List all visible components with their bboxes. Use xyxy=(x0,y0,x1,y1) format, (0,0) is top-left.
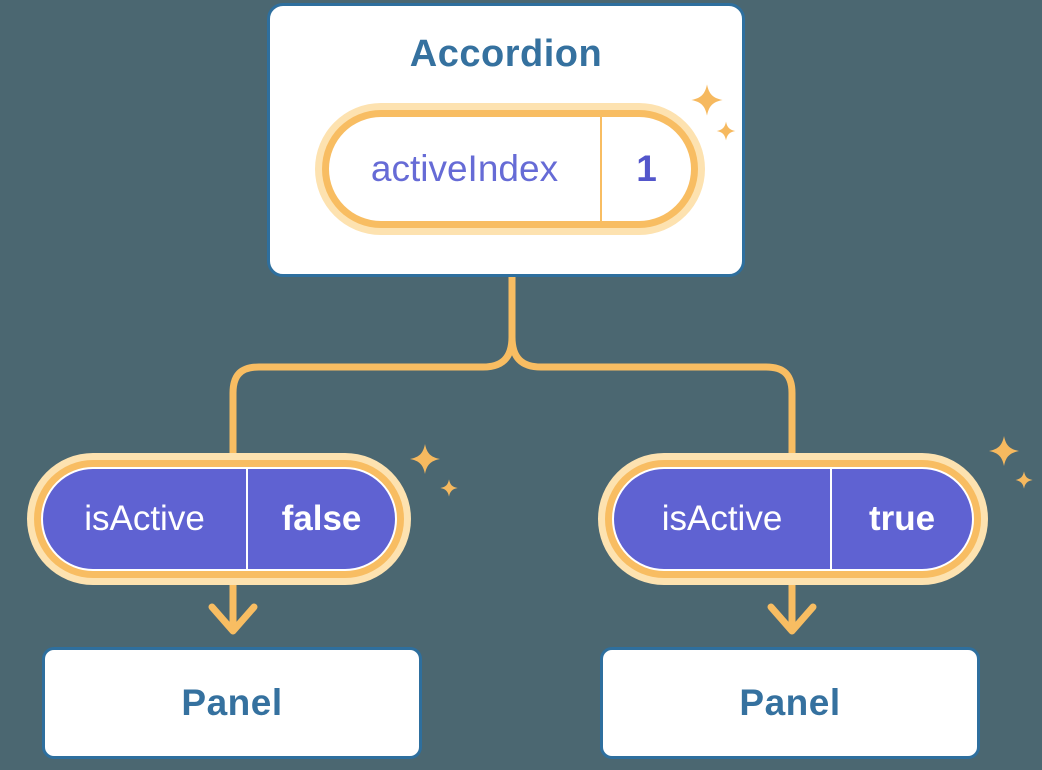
state-value: 1 xyxy=(600,117,691,221)
prop-value: true xyxy=(830,469,972,569)
sparkle-icon xyxy=(989,436,1019,466)
prop-value: false xyxy=(246,469,395,569)
sparkle-icon xyxy=(440,479,458,497)
prop-pill-right: isActive true xyxy=(605,460,981,578)
panel-component-box-left: Panel xyxy=(42,647,422,759)
state-pill: activeIndex 1 xyxy=(322,110,698,228)
component-title: Panel xyxy=(739,682,841,723)
panel-component-box-right: Panel xyxy=(600,647,980,759)
sparkle-icon xyxy=(1015,471,1033,489)
prop-pill-left: isActive false xyxy=(34,460,404,578)
component-title: Panel xyxy=(181,682,283,723)
state-name-label: activeIndex xyxy=(370,148,559,189)
arrow-right-head xyxy=(767,603,817,635)
prop-name-label: isActive xyxy=(84,499,205,538)
arrow-left-head xyxy=(208,603,258,635)
sparkle-icon xyxy=(410,444,440,474)
component-title: Accordion xyxy=(409,33,603,75)
prop-name-label: isActive xyxy=(661,499,783,538)
